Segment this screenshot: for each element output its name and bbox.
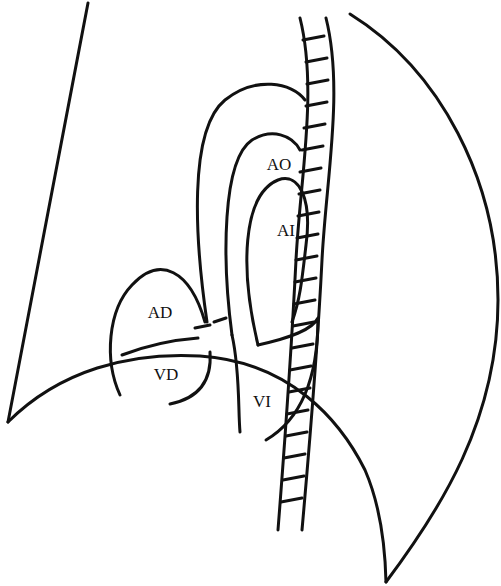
valve-mark: [195, 318, 226, 328]
part-label: VD: [154, 366, 179, 383]
av-divider: [122, 338, 198, 355]
spine-rungs: [281, 36, 328, 502]
right-atrium: [110, 270, 205, 395]
chest-outline-right: [350, 14, 498, 582]
left-ventricle: [258, 318, 318, 440]
aorta-inner: [226, 134, 300, 335]
left-atrium: [247, 179, 308, 345]
aorta-outer: [197, 84, 305, 322]
part-label: AD: [148, 304, 173, 321]
part-label: VI: [253, 393, 271, 410]
part-label: AO: [267, 156, 292, 173]
septum: [232, 335, 240, 432]
diaphragm-outline: [8, 355, 386, 582]
part-label: AI: [277, 222, 295, 239]
chest-outline-left: [8, 3, 88, 422]
spine-right: [302, 18, 334, 530]
